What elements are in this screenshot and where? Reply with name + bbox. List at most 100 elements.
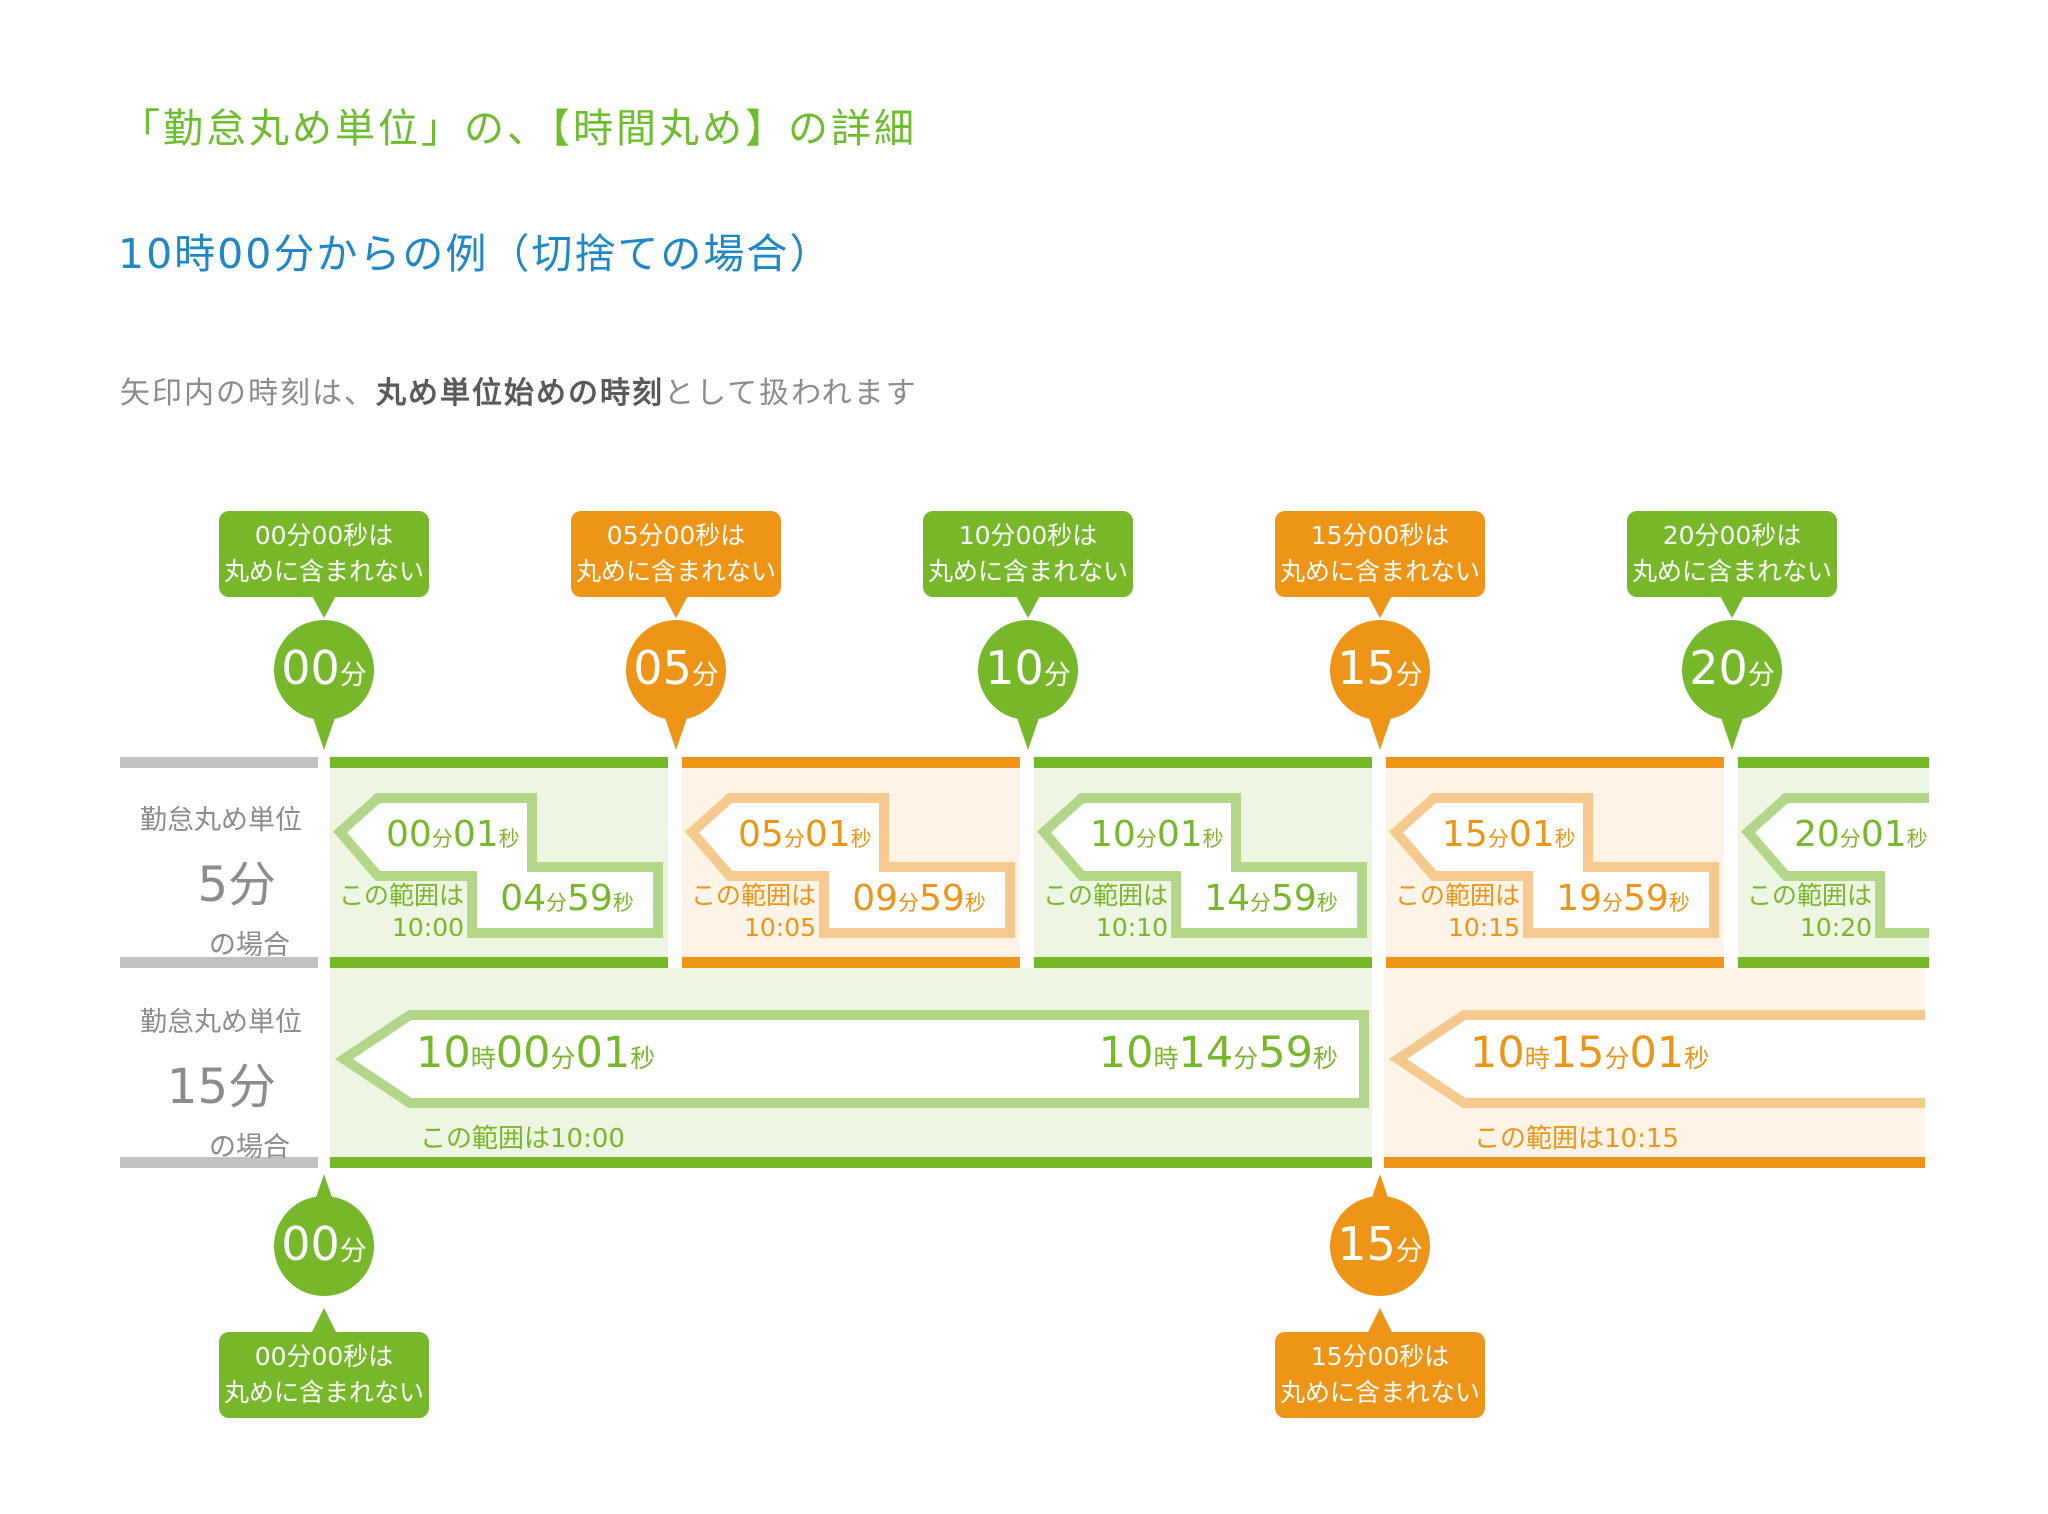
time-circle: 00分 [274, 620, 374, 720]
long-arrow-shape [334, 1010, 1369, 1108]
time-part: 秒 [1554, 827, 1576, 851]
timeline-bar-segment [120, 1157, 318, 1168]
callout-pointer-icon [1015, 594, 1041, 618]
time-part: 分 [1487, 827, 1509, 851]
time-part: 分 [339, 1236, 367, 1267]
range-result-line: 10:00 [391, 912, 464, 942]
range-result-line: この範囲は [338, 881, 464, 910]
time-part: 01 [1860, 814, 1907, 855]
time-part: 分 [1602, 891, 1623, 915]
timeline-bar-segment [1738, 757, 1929, 768]
time-part: 秒 [612, 891, 634, 915]
note-text: 矢印内の時刻は、丸め単位始めの時刻として扱われます [120, 368, 918, 412]
range-end-time: 04分59秒 [472, 878, 662, 919]
time-part: 59 [567, 878, 613, 919]
callout-line: 15分00秒は [1310, 520, 1450, 550]
time-part: 秒 [1316, 891, 1338, 915]
time-part: 01 [575, 1028, 631, 1078]
time-part: 59 [1271, 878, 1317, 919]
timeline-bar-segment [1034, 757, 1372, 768]
zigzag-arrow-shape [1037, 793, 1367, 938]
time-part: 10 [416, 1028, 471, 1078]
time-part: 分 [1043, 660, 1071, 691]
time-part: 59 [1623, 878, 1669, 919]
note-pre: 矢印内の時刻は、 [120, 376, 376, 411]
range-result-line: この範囲は [1746, 881, 1872, 910]
callout-line: 丸めに含まれない [575, 557, 776, 586]
zigzag-arrow-shape [1741, 793, 1929, 938]
timeline-bar-segment [330, 957, 668, 968]
time-part: 09 [852, 878, 898, 919]
time-part: 分 [1604, 1044, 1630, 1073]
range-end-time: 19分59秒 [1528, 878, 1718, 919]
callout-line: 20分00秒は [1662, 520, 1802, 550]
unit-label-caption: 勤怠丸め単位 [140, 1007, 302, 1038]
callout-pointer-icon [1719, 594, 1745, 618]
time-part: 分 [550, 1044, 576, 1073]
range-result-line: この範囲は [1042, 881, 1168, 910]
timeline-bar-segment [330, 757, 668, 768]
time-part: 秒 [498, 827, 520, 851]
time-part: 15 [1337, 1217, 1396, 1271]
time-part: 59 [1258, 1028, 1313, 1078]
time-part: 秒 [1668, 891, 1690, 915]
time-part: 10 [1470, 1028, 1525, 1078]
time-part: 分 [1233, 1044, 1259, 1073]
unit-label-case: の場合 [209, 930, 290, 961]
time-part: 00 [281, 1217, 340, 1271]
time-part: 時 [1153, 1044, 1179, 1073]
top-marker-callout: 05分00秒は丸めに含まれない [571, 511, 781, 597]
time-circle: 15分 [1330, 1196, 1430, 1296]
range-result-label: この範囲は10:00 [420, 1124, 625, 1154]
time-part: 秒 [1202, 827, 1224, 851]
time-part: 15 [1442, 814, 1488, 855]
time-part: 10 [1090, 814, 1136, 855]
time-part: 01 [1508, 814, 1555, 855]
zigzag-arrow-shape [685, 793, 1015, 938]
time-part: 00 [281, 641, 340, 695]
timeline-bar-segment [1386, 957, 1724, 968]
time-part: 分 [691, 660, 719, 691]
callout-line: 00分00秒は [254, 1341, 394, 1371]
range-start-time: 10分01秒 [1090, 814, 1224, 855]
time-part: 分 [1395, 1236, 1423, 1267]
time-part: 分 [1395, 660, 1423, 691]
range-result-line: この範囲は [1394, 881, 1520, 910]
range-result-line: 10:05 [743, 912, 816, 942]
callout-line: 10分00秒は [958, 520, 1098, 550]
section-subtitle: 10時00分からの例（切捨ての場合） [118, 230, 833, 278]
timeline-bar-segment [682, 957, 1020, 968]
callout-pointer-icon [311, 594, 337, 618]
range-result-line: この範囲は [690, 881, 816, 910]
range-start-time: 10時15分01秒 [1470, 1028, 1709, 1078]
row-unit-label-15min: 勤怠丸め単位 15分 の場合 [40, 1000, 302, 1164]
timeline-bar-segment [1384, 1157, 1925, 1168]
unit-label-caption: 勤怠丸め単位 [140, 805, 302, 836]
time-part: 秒 [964, 891, 986, 915]
callout-line: 15分00秒は [1310, 1341, 1450, 1371]
range-start-time: 00分01秒 [386, 814, 520, 855]
time-part: 分 [898, 891, 919, 915]
unit-label-size: 15分 [166, 1059, 276, 1115]
time-circle: 05分 [626, 620, 726, 720]
range-end-time: 09分59秒 [824, 878, 1014, 919]
timeline-bar-segment [120, 957, 318, 968]
note-bold: 丸め単位始めの時刻 [376, 376, 664, 411]
callout-pointer-icon [1367, 1308, 1393, 1334]
time-part: 秒 [1906, 827, 1928, 851]
time-part: 分 [546, 891, 567, 915]
range-start-time: 05分01秒 [738, 814, 872, 855]
time-part: 時 [1524, 1044, 1550, 1073]
timeline-bar-segment [1034, 957, 1372, 968]
time-circle: 20分 [1682, 620, 1782, 720]
time-part: 15 [1337, 641, 1396, 695]
zigzag-arrow-shape [1389, 793, 1719, 938]
callout-line: 丸めに含まれない [223, 1378, 424, 1407]
time-part: 秒 [1312, 1044, 1338, 1073]
